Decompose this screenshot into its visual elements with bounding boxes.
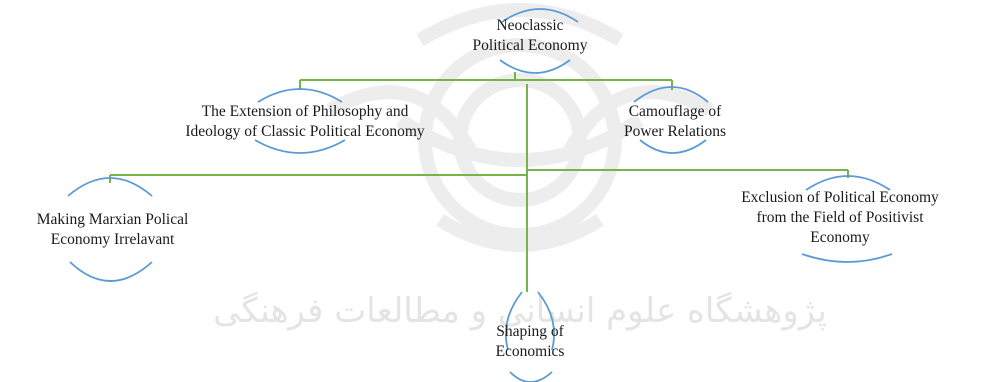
camouflage-node-label: Camouflage of Power Relations	[600, 102, 750, 142]
camouflage-bottom-arc	[639, 139, 707, 154]
philosophy-bottom-arc	[254, 139, 346, 154]
watermark-text: پژوهشگاه علوم انسانی و مطالعات فرهنگی	[213, 291, 827, 331]
exclusion-top-arc	[805, 175, 891, 191]
root-node-label: Neoclassic Political Economy	[450, 16, 610, 56]
shaping-node-label: Shaping of Economics	[470, 322, 590, 362]
camouflage-line-1: Camouflage of	[628, 103, 722, 120]
root-bottom-arc	[499, 59, 571, 74]
marxian-node-label: Making Marxian Polical Economy Irrelavan…	[0, 210, 225, 250]
exclusion-line-1: Exclusion of Political Economy	[741, 189, 939, 206]
exclusion-bottom-arc	[801, 253, 893, 263]
shaping-line-2: Economics	[495, 343, 565, 360]
exclusion-line-3: Economy	[810, 229, 870, 246]
exclusion-line-2: from the Field of Positivist	[756, 209, 924, 226]
root-line-2: Political Economy	[472, 37, 588, 54]
shaping-bottom-arc	[509, 371, 553, 382]
camouflage-top-arc	[633, 86, 709, 103]
root-line-1: Neoclassic	[496, 17, 564, 34]
camouflage-line-2: Power Relations	[623, 123, 727, 140]
philosophy-line-1: The Extension of Philosophy and	[201, 103, 409, 120]
root-top-arc	[501, 8, 579, 23]
marxian-line-1: Making Marxian Polical	[36, 211, 189, 228]
shaping-right-arc	[537, 291, 555, 351]
marxian-line-2: Economy Irrelavant	[50, 231, 175, 248]
node-arcs	[67, 8, 893, 382]
philosophy-line-2: Ideology of Classic Political Economy	[185, 123, 425, 140]
shaping-left-arc	[505, 291, 523, 351]
philosophy-node-label: The Extension of Philosophy and Ideology…	[140, 102, 470, 142]
shaping-line-1: Shaping of	[496, 323, 564, 340]
philosophy-top-arc	[257, 88, 343, 103]
exclusion-node-label: Exclusion of Political Economy from the …	[700, 188, 980, 248]
marxian-bottom-arc	[69, 261, 153, 282]
marxian-top-arc	[67, 177, 153, 197]
